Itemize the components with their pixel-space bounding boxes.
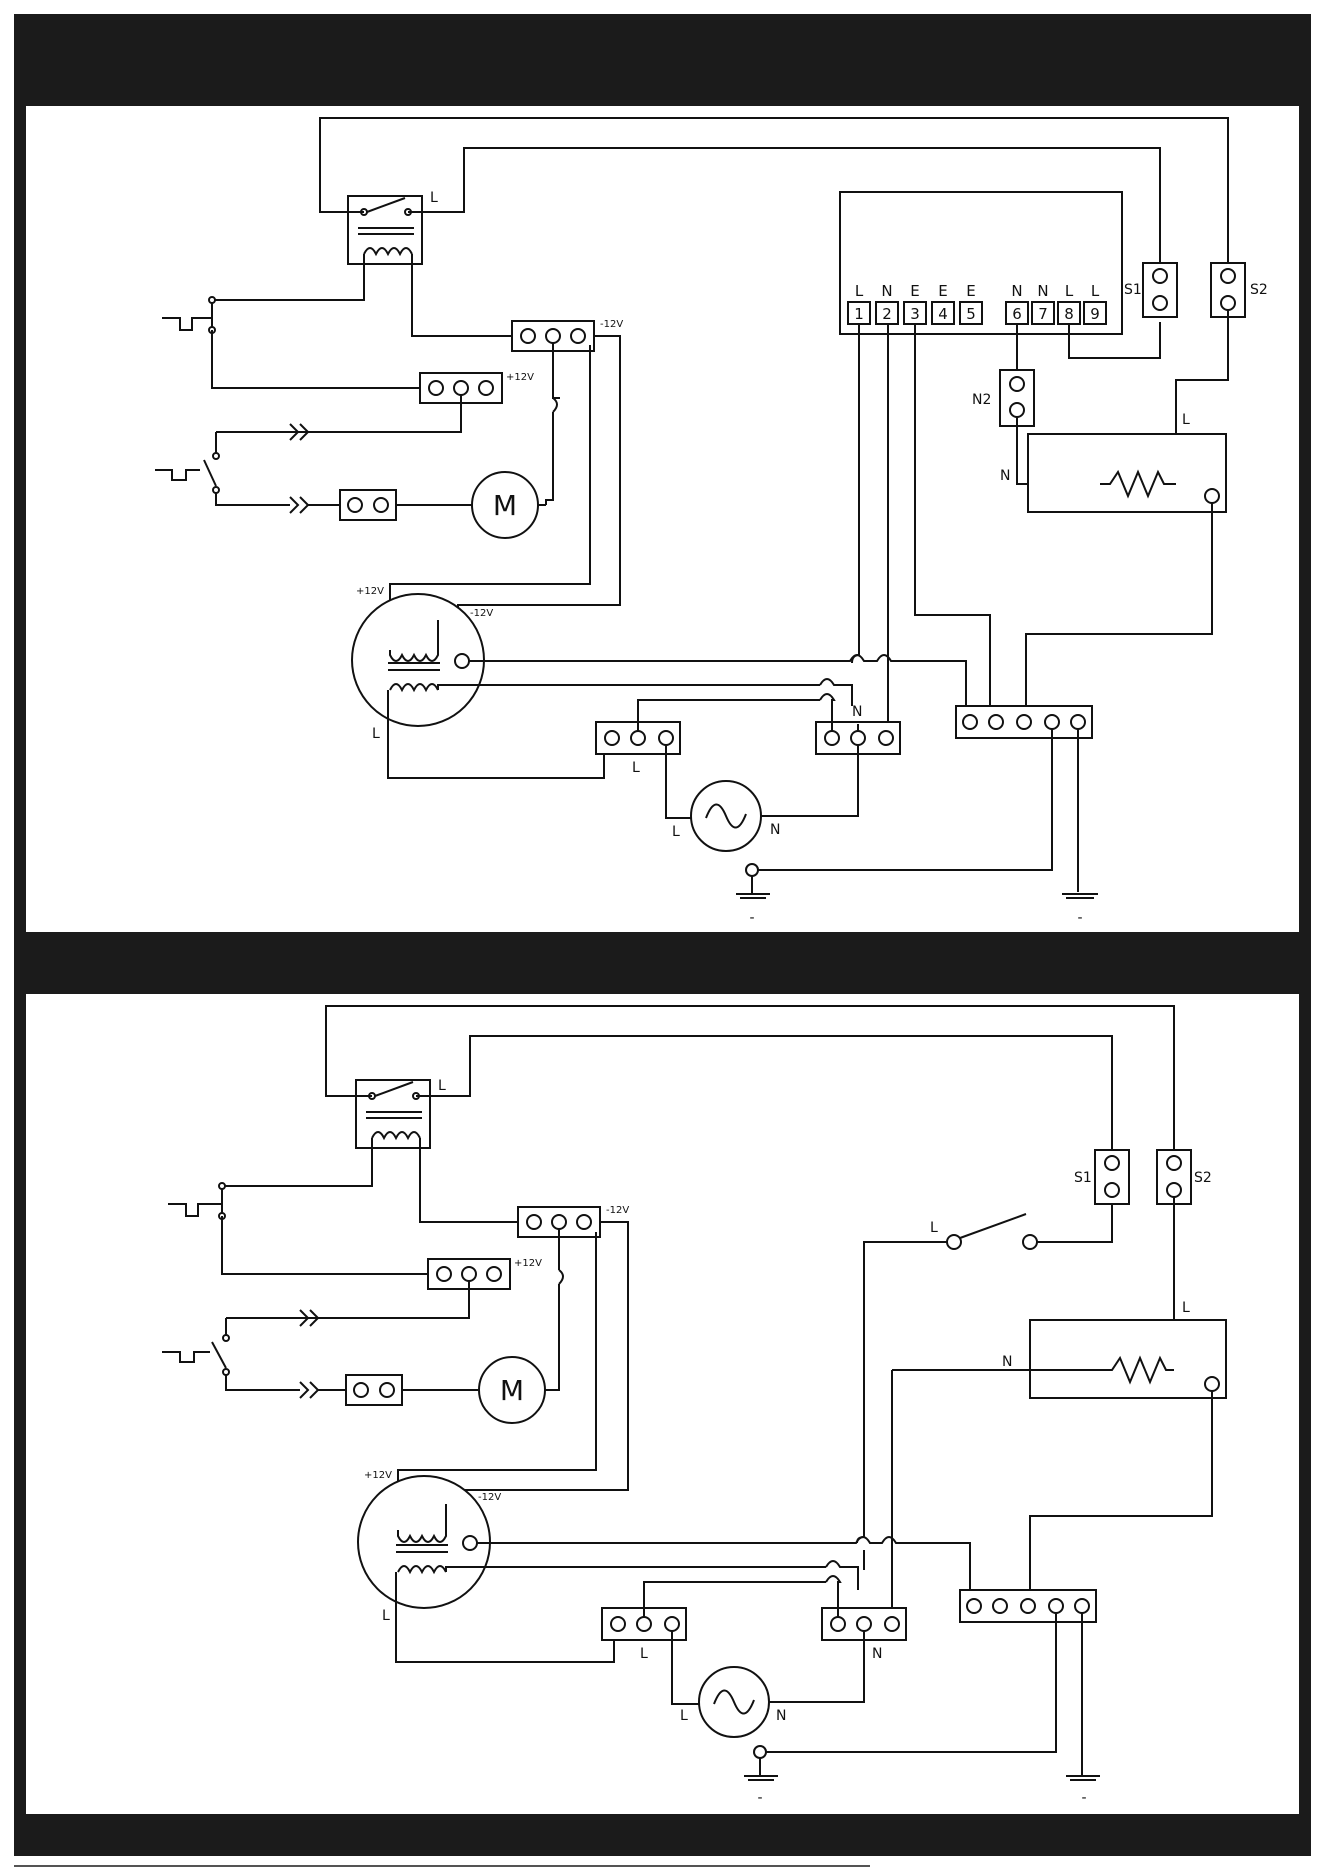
strip-N-label: N [852, 704, 862, 720]
pos12-label-bottom: +12V [514, 1258, 542, 1269]
pos12-label: +12V [506, 372, 534, 383]
controller-terminal-number-5: 5 [966, 305, 976, 323]
controller-terminal-number-8: 8 [1064, 305, 1074, 323]
source-N-label: N [770, 822, 780, 838]
relay-bottom [356, 1080, 430, 1148]
switch-L-label: L [930, 1220, 938, 1236]
strip-L-label: L [632, 760, 640, 776]
neg12-label: -12V [600, 319, 623, 330]
ground2-label-bottom: - [1081, 1790, 1086, 1806]
controller-top-label-6: N [1011, 282, 1022, 300]
source-L-label: L [672, 824, 680, 840]
controller-terminal-number-1: 1 [854, 305, 864, 323]
controller-top-label-3: E [910, 282, 919, 300]
ground1-label-bottom: - [757, 1790, 762, 1806]
controller-terminal-number-2: 2 [882, 305, 892, 323]
transformer-L-label: L [372, 726, 380, 742]
relay-top [348, 196, 422, 264]
relay-contact-label-bottom: L [438, 1078, 446, 1094]
transformer-neg12-label: -12V [470, 608, 493, 619]
controller-top-label-5: E [966, 282, 975, 300]
ac-source-top [691, 781, 761, 851]
heater-L-label: L [1182, 412, 1190, 428]
transformer-pos12-label: +12V [356, 586, 384, 597]
s2-label: S2 [1250, 282, 1268, 298]
terminal-block-2pin [340, 490, 396, 520]
ground2-label: - [1077, 910, 1082, 926]
ac-source-bottom [699, 1667, 769, 1737]
terminal-strip-5pin-top [956, 706, 1092, 738]
source-L-label-bottom: L [680, 1708, 688, 1724]
switch-s2-top [1211, 263, 1245, 317]
controller-top-label-8: L [1065, 282, 1074, 300]
s1-label: S1 [1124, 282, 1142, 298]
transformer-top [352, 594, 484, 726]
transformer-pos12-label-bottom: +12V [364, 1470, 392, 1481]
s2-label-bottom: S2 [1194, 1170, 1212, 1186]
ground1-label: - [749, 910, 754, 926]
controller-terminal-number-7: 7 [1038, 305, 1048, 323]
relay-contact-label: L [430, 190, 438, 206]
transformer-bottom [358, 1476, 490, 1608]
controller-top-label-1: L [855, 282, 864, 300]
controller-terminal-number-9: 9 [1090, 305, 1100, 323]
heater-N-label: N [1000, 468, 1010, 484]
controller-top-label-9: L [1091, 282, 1100, 300]
motor-top: M [472, 472, 538, 538]
controller-terminal-number-3: 3 [910, 305, 920, 323]
transformer-neg12-label-bottom: -12V [478, 1492, 501, 1503]
top-header-band [14, 14, 1311, 106]
controller-terminal-number-4: 4 [938, 305, 948, 323]
middle-separator-band [14, 932, 1311, 994]
motor-label-bottom: M [500, 1374, 524, 1407]
controller-terminal-number-6: 6 [1012, 305, 1022, 323]
switch-s1-top [1143, 263, 1177, 317]
switch-s1-bottom [1095, 1150, 1129, 1204]
strip-N-label-bottom: N [872, 1646, 882, 1662]
neg12-label-bottom: -12V [606, 1205, 629, 1216]
n2-label: N2 [972, 392, 991, 408]
motor-label: M [493, 489, 517, 522]
heater-N-label-bottom: N [1002, 1354, 1012, 1370]
controller-top-label-2: N [881, 282, 892, 300]
motor-bottom: M [479, 1357, 545, 1423]
bottom-footer-band [14, 1814, 1311, 1856]
switch-s2-bottom [1157, 1150, 1191, 1204]
terminal-strip-5pin-bottom [960, 1590, 1096, 1622]
heater-top [1028, 434, 1226, 512]
controller-top-label-7: N [1037, 282, 1048, 300]
transformer-L-label-bottom: L [382, 1608, 390, 1624]
heater-L-label-bottom: L [1182, 1300, 1190, 1316]
strip-L-label-bottom: L [640, 1646, 648, 1662]
terminal-block-2pin-bottom [346, 1375, 402, 1405]
controller-top-label-4: E [938, 282, 947, 300]
source-N-label-bottom: N [776, 1708, 786, 1724]
heater-bottom [1030, 1320, 1226, 1398]
s1-label-bottom: S1 [1074, 1170, 1092, 1186]
